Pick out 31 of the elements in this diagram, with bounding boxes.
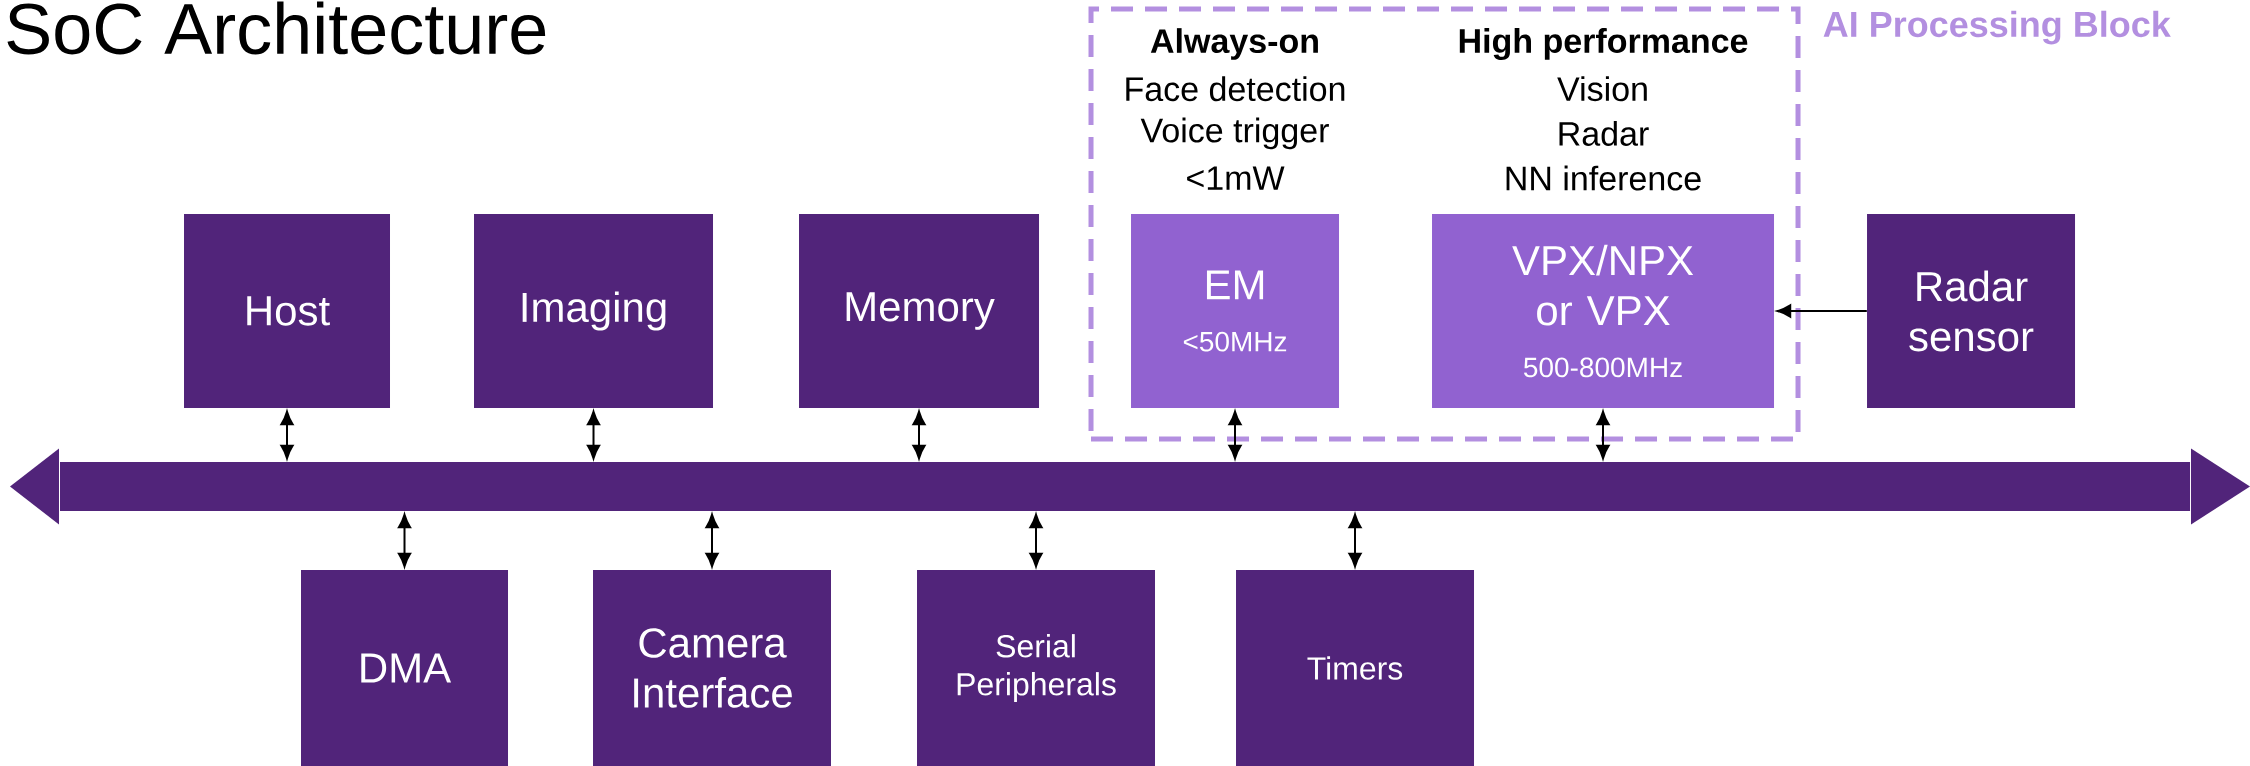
- description-text: Face detection: [1126, 76, 1345, 102]
- description-text: NN inference: [1506, 165, 1701, 191]
- arrow: [1776, 304, 1868, 318]
- description-text: Radar: [1559, 120, 1649, 146]
- arrow: [1348, 513, 1362, 568]
- block-box: Serial Peripherals: [917, 570, 1155, 766]
- description-text: <1mW: [1187, 166, 1285, 190]
- arrow: [1029, 513, 1043, 568]
- block-box: EM <50MHz: [1131, 214, 1339, 408]
- description-heading: High performance: [1459, 28, 1748, 60]
- bus-arrow: [10, 448, 2250, 525]
- arrow: [912, 410, 926, 460]
- arrow: [397, 513, 412, 568]
- arrow: [1228, 410, 1242, 460]
- arrow: [586, 410, 601, 460]
- block-box: VPX/NPX or VPX 500-800MHz: [1432, 214, 1774, 408]
- arrow: [1596, 410, 1610, 460]
- block-box: Imaging: [474, 214, 713, 408]
- block-box: Timers: [1236, 570, 1474, 766]
- title: SoC Architecture: [7, 1, 546, 55]
- block-box: Radar sensor: [1867, 214, 2076, 408]
- arrow: [705, 513, 719, 568]
- block-box: Camera Interface: [593, 570, 831, 766]
- block-box: Host: [184, 214, 390, 408]
- block-box: DMA: [301, 570, 508, 766]
- description-text: Voice trigger: [1140, 117, 1329, 150]
- description-text: Vision: [1557, 76, 1647, 102]
- group-heading: AI Processing Block: [1823, 10, 2171, 45]
- block-box: Memory: [799, 214, 1039, 408]
- arrow: [280, 410, 294, 460]
- description-heading: Always-on: [1150, 28, 1318, 60]
